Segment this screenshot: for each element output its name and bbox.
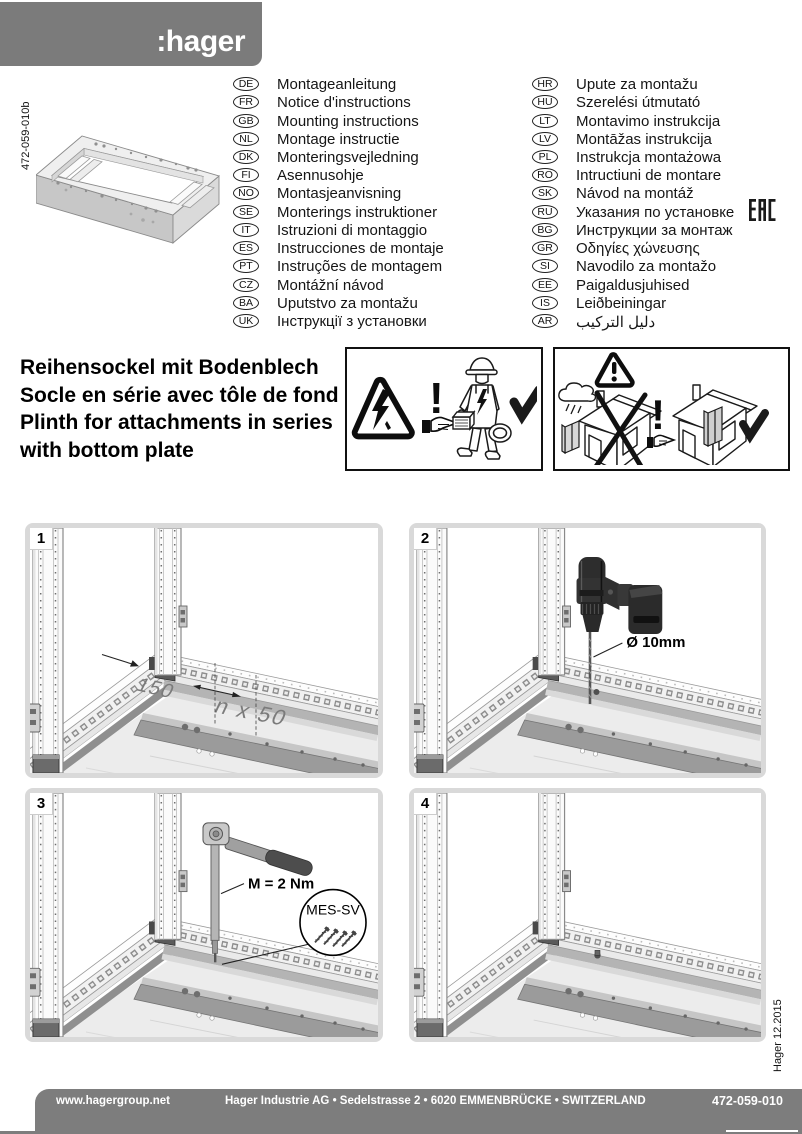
svg-text:Ø 10mm: Ø 10mm	[626, 634, 685, 651]
svg-text:!: !	[651, 391, 665, 438]
svg-text:M = 2 Nm: M = 2 Nm	[248, 876, 314, 893]
svg-text:!: !	[429, 374, 444, 423]
svg-text:MES-SV: MES-SV	[306, 902, 360, 918]
